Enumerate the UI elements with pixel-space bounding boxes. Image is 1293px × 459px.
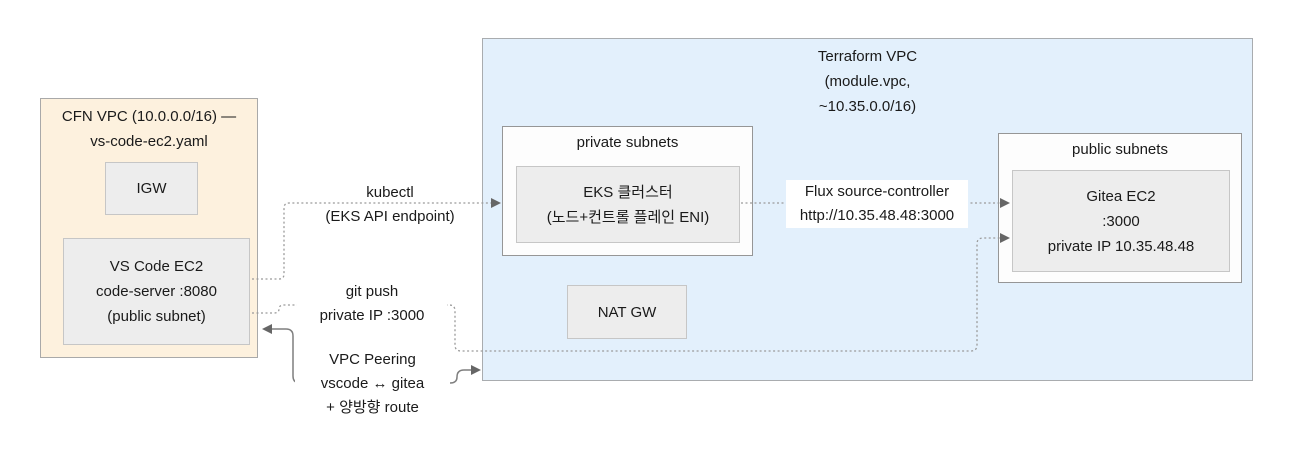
- cfn-vpc-title: CFN VPC (10.0.0.0/16) — vs-code-ec2.yaml: [61, 108, 237, 150]
- igw-label: IGW: [136, 180, 167, 197]
- gitea-ec2-node: Gitea EC2 :3000 private IP 10.35.48.48: [1012, 170, 1230, 272]
- igw-node: IGW: [105, 162, 198, 215]
- eks-cluster-node: EKS 클러스터 (노드+컨트롤 플레인 ENI): [516, 166, 740, 243]
- vscode-ec2-label: VS Code EC2 code-server :8080 (public su…: [96, 258, 217, 325]
- git-push-connection-label: git push private IP :3000: [297, 280, 447, 328]
- public-subnets-title: public subnets: [1072, 141, 1168, 158]
- vscode-ec2-node: VS Code EC2 code-server :8080 (public su…: [63, 238, 250, 345]
- nat-gw-node: NAT GW: [567, 285, 687, 339]
- vpc-peering-right-arrowhead-icon: [471, 365, 481, 375]
- gitea-ec2-label: Gitea EC2 :3000 private IP 10.35.48.48: [1047, 187, 1195, 255]
- eks-cluster-label: EKS 클러스터 (노드+컨트롤 플레인 ENI): [546, 183, 710, 226]
- vpc-peering-left-arrowhead-icon: [262, 324, 272, 334]
- vpc-peering-connection-label: VPC Peering vscode ↔ gitea + 양방향 route: [295, 348, 450, 420]
- flux-connection-label: Flux source-controller http://10.35.48.4…: [786, 180, 968, 228]
- nat-gw-label: NAT GW: [597, 303, 657, 321]
- terraform-vpc-title: Terraform VPC (module.vpc, ~10.35.0.0/16…: [817, 48, 918, 115]
- kubectl-connection-label: kubectl (EKS API endpoint): [325, 184, 455, 225]
- private-subnets-title: private subnets: [576, 134, 679, 151]
